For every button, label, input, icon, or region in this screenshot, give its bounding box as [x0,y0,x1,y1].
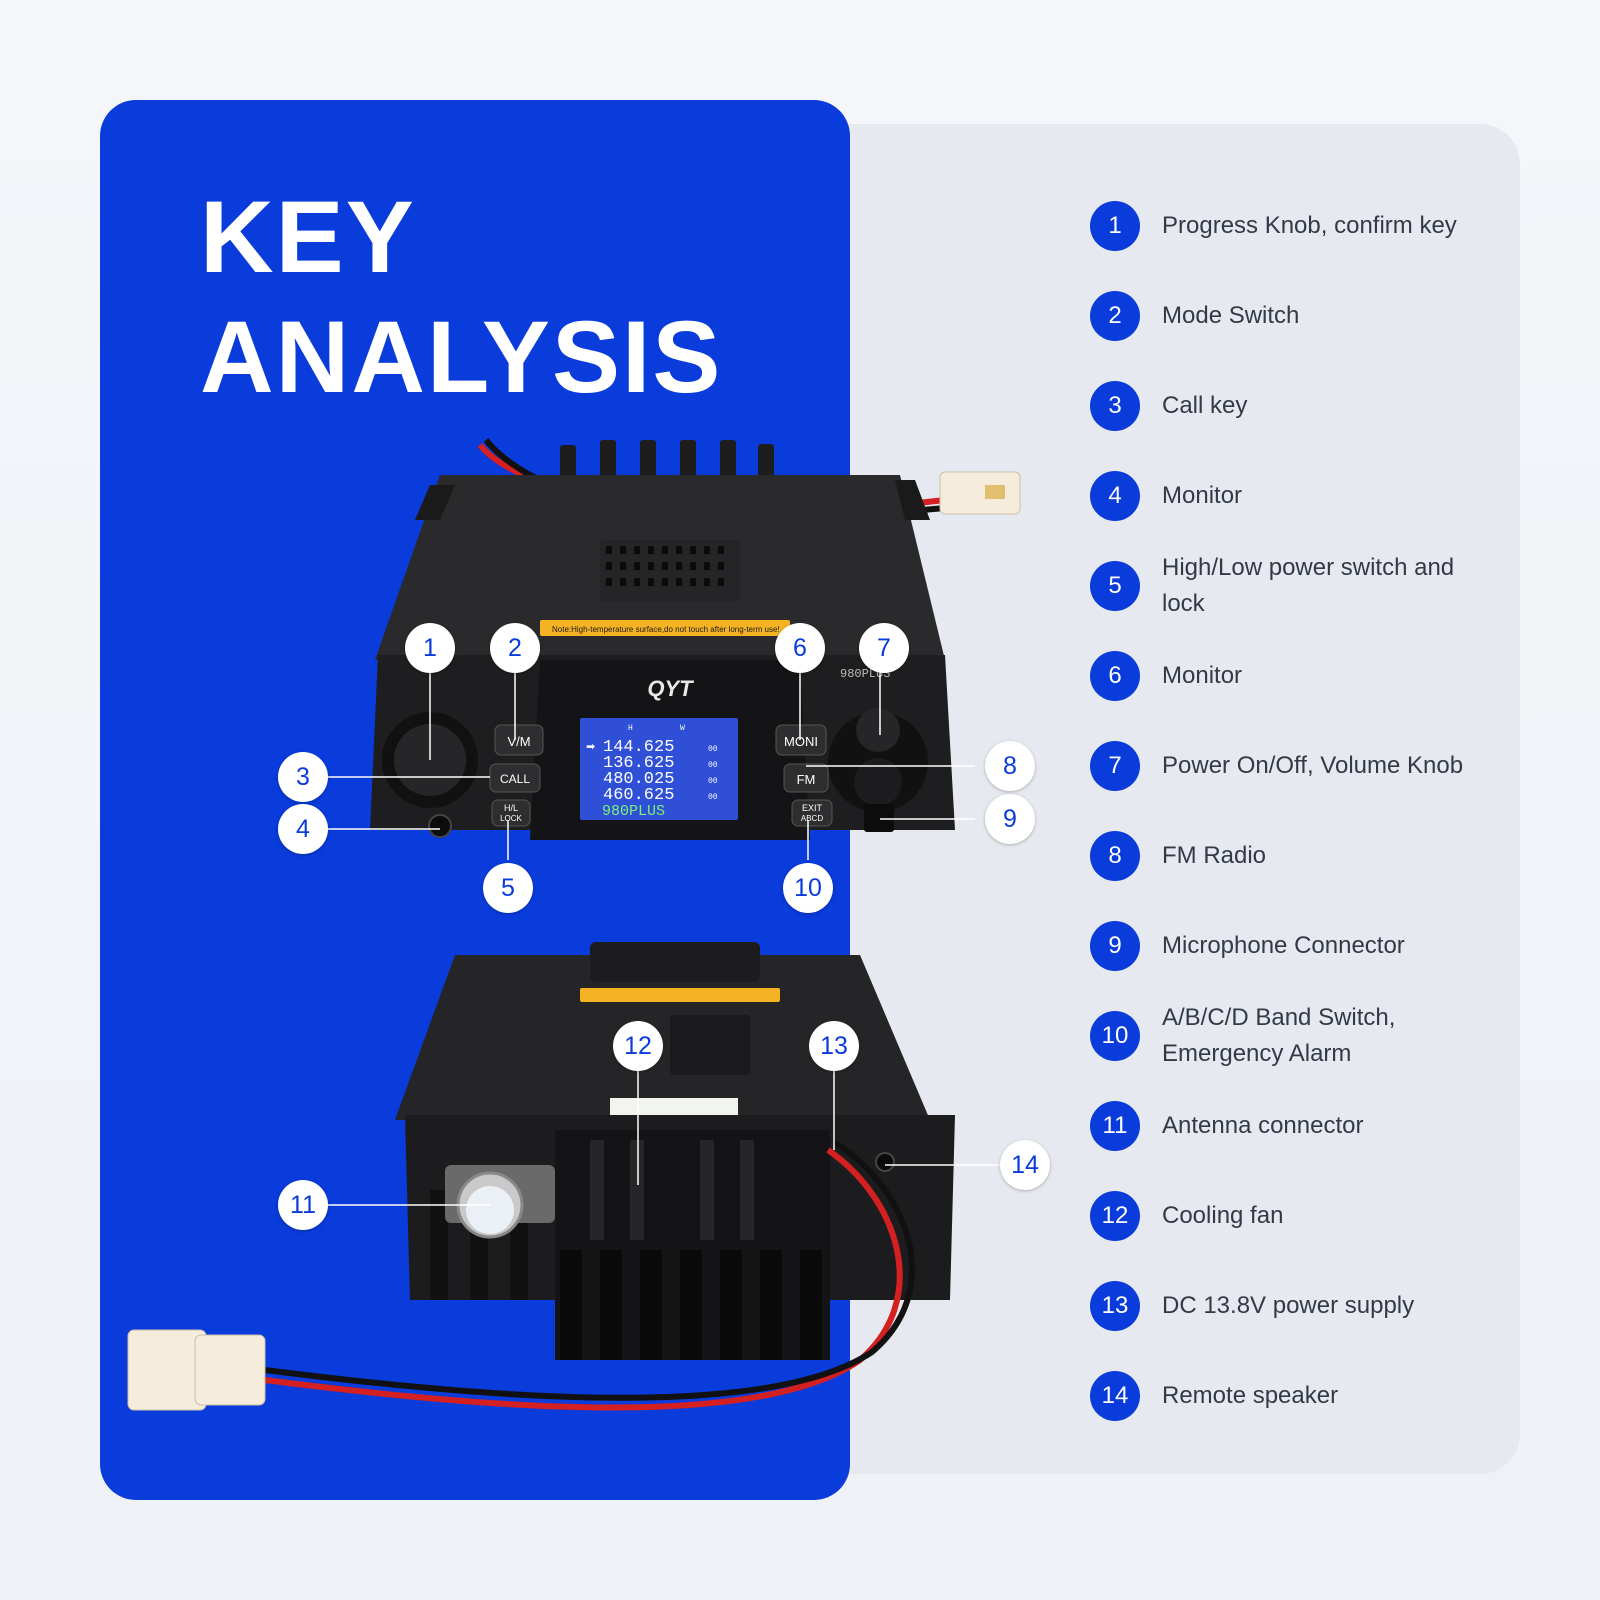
legend-label: Call key [1162,392,1248,419]
legend-badge: 13 [1090,1281,1140,1331]
legend-item-5: 5 High/Low power switch and lock [1090,550,1510,622]
legend-item-10: 10 A/B/C/D Band Switch, Emergency Alarm [1090,1000,1510,1072]
legend-badge: 7 [1090,741,1140,791]
legend-badge: 3 [1090,381,1140,431]
legend-label: Mode Switch [1162,302,1300,329]
legend-item-12: 12 Cooling fan [1090,1180,1510,1252]
callout-8: 8 [985,741,1035,791]
lcd-screen [580,718,738,820]
speaker-grille [600,540,740,602]
brand-logo: QYT [647,676,694,701]
legend-item-1: 1 Progress Knob, confirm key [1090,190,1510,262]
hl-lock-label-1: H/L [504,803,518,813]
screen-model-line: 980PLUS [602,803,665,820]
callout-1: 1 [405,623,455,673]
legend-badge: 4 [1090,471,1140,521]
call-button[interactable] [489,763,541,793]
screen-freq-2: 136.625 [603,754,674,773]
legend-label: FM Radio [1162,842,1267,869]
warning-label-rear [580,988,780,1002]
legend-badge: 6 [1090,651,1140,701]
callout-12: 12 [613,1021,663,1071]
title-line-1: KEY [200,180,416,294]
legend-item-2: 2 Mode Switch [1090,280,1510,352]
moni-button-label: MONI [784,734,818,749]
legend-label: Remote speaker [1162,1382,1339,1409]
callout-6: 6 [775,623,825,673]
screen-indicator-w: W [680,724,685,733]
legend-label: High/Low power switch and lock [1162,554,1455,617]
legend-label: Antenna connector [1162,1112,1364,1139]
callout-2: 2 [490,623,540,673]
legend-item-3: 3 Call key [1090,370,1510,442]
speaker-jack [875,1152,895,1172]
legend-badge: 8 [1090,831,1140,881]
screen-suffix-3: 00 [708,777,718,786]
legend-item-11: 11 Antenna connector [1090,1090,1510,1162]
legend-badge: 12 [1090,1191,1140,1241]
monitor-jack [428,814,452,838]
exit-label-1: EXIT [802,803,823,813]
fm-button[interactable] [783,763,829,793]
screen-suffix-1: 00 [708,745,718,754]
vm-button-label: V/M [507,734,530,749]
screen-freq-4: 460.625 [603,786,674,805]
callout-3: 3 [278,752,328,802]
legend-label: A/B/C/D Band Switch, Emergency Alarm [1162,1004,1396,1067]
title-line-2: ANALYSIS [200,300,723,414]
legend-label: Cooling fan [1162,1202,1284,1229]
power-plug-rear [127,1329,207,1411]
screen-freq-3: 480.025 [603,770,674,789]
legend-badge: 11 [1090,1101,1140,1151]
moni-button[interactable] [775,724,827,756]
legend-badge: 1 [1090,201,1140,251]
legend-label: Microphone Connector [1162,932,1405,959]
legend-label: Progress Knob, confirm key [1162,212,1457,239]
callout-13: 13 [809,1021,859,1071]
legend-item-8: 8 FM Radio [1090,820,1510,892]
callout-10: 10 [783,863,833,913]
screen-indicator-h: H [628,724,633,733]
legend-item-14: 14 Remote speaker [1090,1360,1510,1432]
legend-item-7: 7 Power On/Off, Volume Knob [1090,730,1510,802]
legend-item-4: 4 Monitor [1090,460,1510,532]
screen-freq-1: 144.625 [603,738,674,757]
callout-9: 9 [985,794,1035,844]
power-plug-top [939,471,1021,515]
legend-label: Power On/Off, Volume Knob [1162,752,1464,779]
callout-4: 4 [278,804,328,854]
legend-badge: 2 [1090,291,1140,341]
callout-7: 7 [859,623,909,673]
legend-label: Monitor [1162,482,1243,509]
exit-label-2: ABCD [801,814,823,823]
legend-badge: 5 [1090,561,1140,611]
vm-button[interactable] [494,724,544,756]
warning-text: Note:High-temperature surface,do not tou… [552,625,780,634]
call-button-label: CALL [500,772,530,786]
legend-badge: 10 [1090,1011,1140,1061]
legend-badge: 9 [1090,921,1140,971]
hl-lock-label-2: LOCK [500,814,522,823]
screen-suffix-4: 00 [708,793,718,802]
hl-lock-button[interactable] [491,799,531,827]
legend-label: DC 13.8V power supply [1162,1292,1415,1319]
exit-button[interactable] [791,799,833,827]
callout-11: 11 [278,1180,328,1230]
legend-badge: 14 [1090,1371,1140,1421]
legend-label: Monitor [1162,662,1243,689]
legend-item-6: 6 Monitor [1090,640,1510,712]
warning-label [540,620,790,636]
mic-connector [864,804,894,832]
legend-item-9: 9 Microphone Connector [1090,910,1510,982]
legend-item-13: 13 DC 13.8V power supply [1090,1270,1510,1342]
callout-14: 14 [1000,1140,1050,1190]
callout-5: 5 [483,863,533,913]
fm-button-label: FM [797,772,816,787]
screen-suffix-2: 00 [708,761,718,770]
screen-arrow: ➡ [586,740,595,753]
